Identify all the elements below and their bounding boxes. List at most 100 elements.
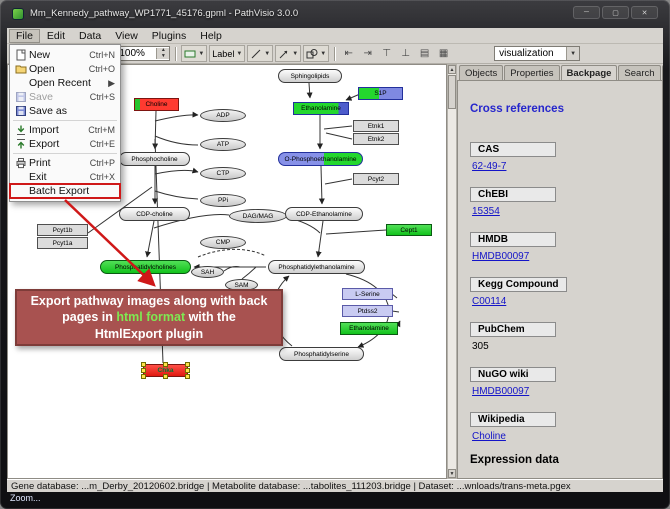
pathway-node-ethanolamine[interactable]: Ethanolamine bbox=[293, 102, 349, 115]
pathway-node-adp[interactable]: ADP bbox=[200, 109, 246, 122]
annotation-callout: Export pathway images along with back pa… bbox=[15, 289, 283, 346]
pathway-node-phosphocholine[interactable]: Phosphocholine bbox=[119, 152, 190, 166]
blank-icon bbox=[13, 77, 29, 89]
pathway-node-ppi[interactable]: PPi bbox=[200, 194, 246, 207]
common-width-button[interactable]: ▤ bbox=[419, 48, 430, 59]
selection-handle[interactable] bbox=[141, 367, 146, 373]
reference-id[interactable]: Choline bbox=[472, 431, 506, 442]
pathway-node-etnk2[interactable]: Etnk2 bbox=[353, 133, 399, 145]
menu-view[interactable]: View bbox=[115, 29, 138, 42]
chevron-down-icon: ▼ bbox=[264, 50, 271, 57]
canvas-vertical-scrollbar[interactable]: ▲ ▼ bbox=[447, 64, 457, 479]
menu-item-label: Open bbox=[29, 63, 55, 75]
pathway-node-o-phosphoethanolamine[interactable]: O-Phosphoethanolamine bbox=[278, 152, 363, 166]
pathway-node-pcyt1b[interactable]: Pcyt1b bbox=[37, 224, 88, 236]
selection-handle[interactable] bbox=[185, 367, 190, 373]
reference-id[interactable]: C00114 bbox=[472, 296, 507, 307]
pathway-node-chka[interactable]: Chka bbox=[141, 362, 190, 379]
align-right-button[interactable]: ⇥ bbox=[363, 48, 372, 59]
align-top-button[interactable]: ⊤ bbox=[382, 48, 391, 59]
menu-item-label: Exit bbox=[29, 171, 47, 183]
file-menu-item-batch-export[interactable]: Batch Export bbox=[9, 183, 121, 199]
pathway-node-pcyt1a[interactable]: Pcyt1a bbox=[37, 237, 88, 249]
tab-backpage[interactable]: Backpage bbox=[560, 65, 618, 81]
pathway-node-dag-mag[interactable]: DAG/MAG bbox=[229, 209, 287, 223]
file-menu-item-save-as[interactable]: Save as bbox=[10, 104, 120, 118]
minimize-button[interactable]: ─ bbox=[573, 6, 600, 19]
pathway-node-sphingolipids[interactable]: Sphingolipids bbox=[278, 69, 342, 83]
label-template-text: Label bbox=[212, 48, 235, 59]
pathway-node-pcyt2[interactable]: Pcyt2 bbox=[353, 173, 399, 185]
zoom-spinner[interactable]: ▲▼ bbox=[156, 47, 170, 59]
selection-handle[interactable] bbox=[141, 374, 146, 379]
common-height-button[interactable]: ▦ bbox=[438, 48, 449, 59]
reference-id[interactable]: HMDB00097 bbox=[472, 251, 530, 262]
zoom-combo[interactable]: 100% ▲▼ bbox=[114, 46, 171, 61]
pathway-node-ethanolamine[interactable]: Ethanolamine bbox=[340, 322, 398, 335]
align-bottom-button[interactable]: ⊥ bbox=[401, 48, 410, 59]
pathway-node-sah[interactable]: SAH bbox=[191, 266, 224, 278]
pathway-node-phosphatidylethanolamine[interactable]: Phosphatidylethanolamine bbox=[268, 260, 365, 274]
chevron-down-icon: ▼ bbox=[236, 50, 243, 57]
line-template-button[interactable]: ▼ bbox=[247, 45, 274, 62]
pathway-node-ptdss2[interactable]: Ptdss2 bbox=[342, 305, 393, 317]
reference-id[interactable]: HMDB00097 bbox=[472, 386, 530, 397]
pathway-node-l-serine[interactable]: L-Serine bbox=[342, 288, 393, 300]
arrow-template-button[interactable]: ▼ bbox=[275, 45, 302, 62]
maximize-button[interactable]: ▢ bbox=[602, 6, 629, 19]
blank-icon bbox=[13, 185, 29, 197]
tab-search[interactable]: Search bbox=[618, 65, 661, 81]
menu-edit[interactable]: Edit bbox=[46, 29, 66, 42]
chevron-down-icon: ▼ bbox=[320, 50, 327, 57]
pathway-node-cdp-choline[interactable]: CDP-choline bbox=[119, 207, 190, 221]
pathway-node-phosphatidylserine[interactable]: Phosphatidylserine bbox=[279, 347, 364, 361]
menu-item-label: Batch Export bbox=[29, 185, 90, 197]
pathway-node-ctp[interactable]: CTP bbox=[200, 167, 246, 180]
menu-data[interactable]: Data bbox=[79, 29, 102, 42]
reference-id[interactable]: 15354 bbox=[472, 206, 500, 217]
selection-handle[interactable] bbox=[185, 362, 190, 367]
menu-plugins[interactable]: Plugins bbox=[151, 29, 187, 42]
reference-id[interactable]: 62-49-7 bbox=[472, 161, 507, 172]
scroll-up-button[interactable]: ▲ bbox=[448, 65, 456, 74]
label-template-button[interactable]: Label▼ bbox=[209, 45, 246, 62]
selection-handle[interactable] bbox=[162, 374, 168, 379]
shape-template-button[interactable]: ▼ bbox=[303, 45, 330, 62]
file-menu-item-open-recent[interactable]: Open Recent▶ bbox=[10, 76, 120, 90]
align-left-button[interactable]: ⇤ bbox=[344, 48, 353, 59]
tab-properties[interactable]: Properties bbox=[504, 65, 560, 81]
pathway-node-phosphatidylcholines[interactable]: Phosphatidylcholines bbox=[100, 260, 191, 274]
datanode-template-button[interactable]: ▼ bbox=[181, 45, 208, 62]
tab-objects[interactable]: Objects bbox=[459, 65, 504, 81]
selection-handle[interactable] bbox=[185, 374, 190, 379]
pathway-node-etnk1[interactable]: Etnk1 bbox=[353, 120, 399, 132]
pathway-node-choline[interactable]: Choline bbox=[134, 98, 179, 111]
visualization-value: visualization bbox=[499, 48, 554, 59]
pathway-node-atp[interactable]: ATP bbox=[200, 138, 246, 151]
selection-handle[interactable] bbox=[162, 362, 168, 367]
close-button[interactable]: ✕ bbox=[631, 6, 658, 19]
scrollbar-thumb[interactable] bbox=[448, 75, 456, 109]
visualization-combo[interactable]: visualization ▼ bbox=[494, 46, 581, 61]
title-bar[interactable]: Mm_Kennedy_pathway_WP1771_45176.gpml - P… bbox=[0, 0, 670, 28]
selection-handle[interactable] bbox=[141, 362, 146, 367]
tab-legend[interactable]: Legend bbox=[661, 65, 663, 81]
pathway-node-cept1[interactable]: Cept1 bbox=[386, 224, 432, 236]
scroll-down-button[interactable]: ▼ bbox=[448, 469, 456, 478]
pathway-node-cmp[interactable]: CMP bbox=[200, 236, 246, 249]
pathway-node-cdp-ethanolamine[interactable]: CDP-Ethanolamine bbox=[285, 207, 363, 221]
menu-file[interactable]: File bbox=[9, 28, 40, 43]
print-icon bbox=[13, 157, 29, 169]
pathway-node-s1p[interactable]: S1P bbox=[358, 87, 403, 100]
menu-help[interactable]: Help bbox=[200, 29, 222, 42]
chevron-down-icon: ▼ bbox=[566, 47, 580, 60]
